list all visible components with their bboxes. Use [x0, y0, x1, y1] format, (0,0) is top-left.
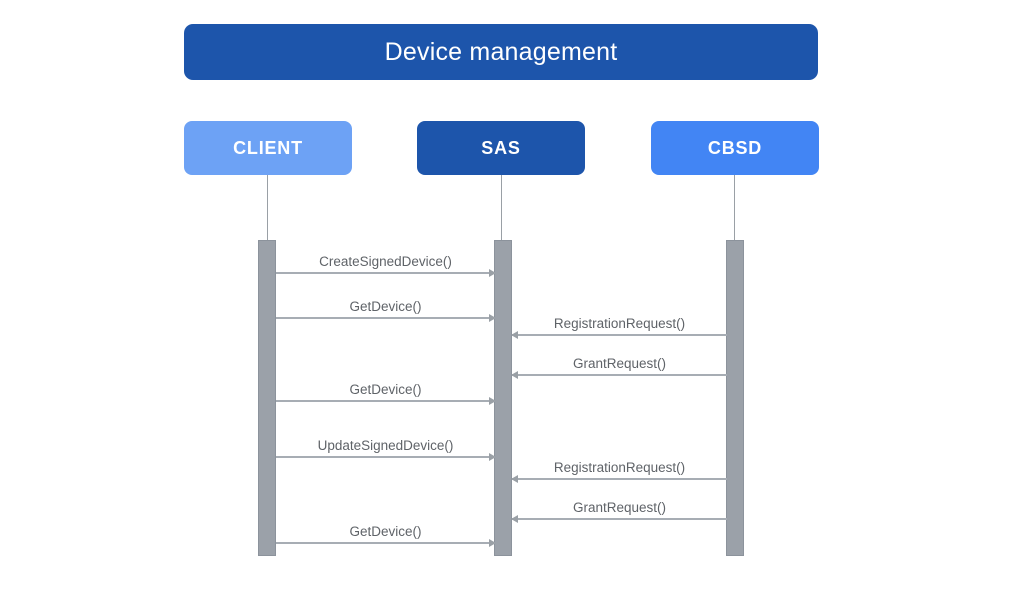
arrow-head-right-icon [489, 452, 496, 461]
message-line [276, 542, 495, 544]
diagram-title-bar: Device management [184, 24, 818, 80]
activation-bar-client [258, 240, 276, 556]
arrow-head-left-icon [511, 514, 518, 523]
participant-label-cbsd: CBSD [707, 138, 763, 158]
lifeline-sas [501, 175, 502, 240]
message-arrow[interactable]: CreateSignedDevice() [276, 254, 496, 277]
message-arrow[interactable]: GrantRequest() [511, 356, 727, 379]
arrow-head-right-icon [489, 538, 496, 547]
message-arrow[interactable]: GetDevice() [276, 299, 496, 322]
arrow-head-right-icon [489, 268, 496, 277]
message-label: GetDevice() [349, 523, 422, 539]
message-label: RegistrationRequest() [553, 459, 686, 475]
arrow-head-left-icon [511, 370, 518, 379]
message-line [276, 272, 495, 274]
message-label: UpdateSignedDevice() [317, 437, 454, 453]
message-label: GetDevice() [349, 381, 422, 397]
message-line [512, 478, 727, 480]
arrow-head-left-icon [511, 330, 518, 339]
message-arrow[interactable]: GetDevice() [276, 524, 496, 547]
arrow-head-left-icon [511, 474, 518, 483]
activation-bar-sas [494, 240, 512, 556]
arrow-head-right-icon [489, 313, 496, 322]
participant-label-client: CLIENT [233, 138, 303, 158]
message-line [276, 317, 495, 319]
activation-bar-cbsd [726, 240, 744, 556]
message-arrow[interactable]: GrantRequest() [511, 500, 727, 523]
lifeline-cbsd [734, 175, 735, 240]
message-line [512, 374, 727, 376]
message-arrow[interactable]: RegistrationRequest() [511, 460, 727, 483]
participant-label-sas: SAS [481, 138, 521, 158]
arrow-head-right-icon [489, 396, 496, 405]
message-line [512, 518, 727, 520]
participant-box-cbsd[interactable]: CBSD [651, 121, 819, 175]
message-line [276, 400, 495, 402]
message-arrow[interactable]: GetDevice() [276, 382, 496, 405]
message-label: GrantRequest() [572, 355, 667, 371]
message-arrow[interactable]: RegistrationRequest() [511, 316, 727, 339]
message-label: CreateSignedDevice() [319, 253, 452, 269]
participant-box-client[interactable]: CLIENT [184, 121, 352, 175]
message-label: GrantRequest() [572, 499, 667, 515]
message-line [276, 456, 495, 458]
page-title: Device management [384, 37, 618, 66]
lifeline-client [267, 175, 268, 240]
message-label: GetDevice() [349, 298, 422, 314]
message-line [512, 334, 727, 336]
participant-box-sas[interactable]: SAS [417, 121, 585, 175]
message-label: RegistrationRequest() [553, 315, 686, 331]
message-arrow[interactable]: UpdateSignedDevice() [276, 438, 496, 461]
